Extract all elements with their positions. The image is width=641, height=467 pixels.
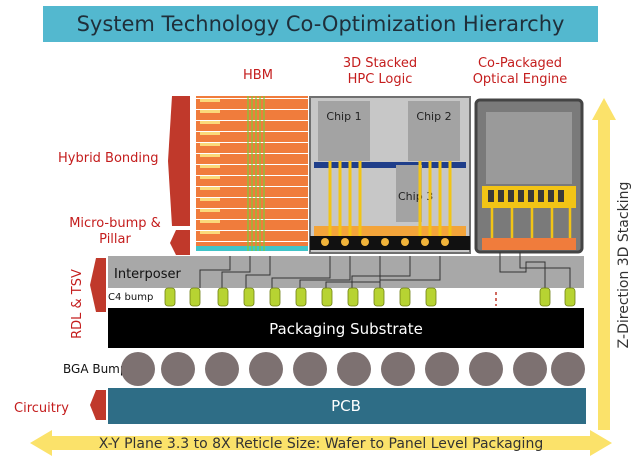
hbm-stack xyxy=(196,96,308,251)
hpc-logic-label-line1: 3D Stacked xyxy=(342,56,418,71)
hpc-logic-label: 3D Stacked HPC Logic xyxy=(330,56,430,88)
xy-plane-label: X-Y Plane 3.3 to 8X Reticle Size: Wafer … xyxy=(99,436,543,452)
micro-bump-label-line2: Pillar xyxy=(99,232,131,247)
circuitry-label: Circuitry xyxy=(14,401,69,416)
bga-bump-label: BGA Bump xyxy=(63,362,128,376)
hbm-label: HBM xyxy=(243,68,273,83)
packaging-substrate-label: Packaging Substrate xyxy=(269,320,423,338)
micro-bump-label: Micro-bump & Pillar xyxy=(60,216,170,248)
rdl-tsv-arrow xyxy=(90,258,106,312)
bga-balls xyxy=(121,352,585,386)
hpc-logic-label-line2: HPC Logic xyxy=(347,72,413,87)
chip1-label: Chip 1 xyxy=(326,110,361,123)
z-direction-label: Z-Direction 3D Stacking xyxy=(616,182,632,349)
chip2-label: Chip 2 xyxy=(416,110,451,123)
interposer-wiring xyxy=(199,252,571,288)
micro-bump-arrow xyxy=(170,230,190,255)
c4-bump-label: C4 bump xyxy=(108,292,153,303)
hybrid-bonding-arrow xyxy=(168,96,190,226)
optical-engine-label: Co-Packaged Optical Engine xyxy=(460,56,580,88)
micro-bump-label-line1: Micro-bump & xyxy=(69,216,161,231)
hpc-logic-block: Chip 1 Chip 2 Chip 3 xyxy=(309,96,471,254)
circuitry-arrow xyxy=(90,390,106,420)
pcb xyxy=(108,388,586,424)
page-title: System Technology Co-Optimization Hierar… xyxy=(76,12,565,36)
chip3-label: Chip 3 xyxy=(398,190,433,203)
packaging-substrate xyxy=(108,308,584,348)
interposer-label: Interposer xyxy=(114,267,181,282)
optical-engine-block xyxy=(474,98,584,254)
z-direction-arrow xyxy=(592,98,616,430)
xy-plane-arrow xyxy=(30,430,612,456)
optical-engine-label-line2: Optical Engine xyxy=(472,72,568,87)
optical-engine-label-line1: Co-Packaged xyxy=(477,56,563,71)
pcb-label: PCB xyxy=(331,397,361,415)
title-bar: System Technology Co-Optimization Hierar… xyxy=(43,6,598,42)
c4-bumps xyxy=(164,287,576,307)
hybrid-bonding-label: Hybrid Bonding xyxy=(58,151,159,166)
